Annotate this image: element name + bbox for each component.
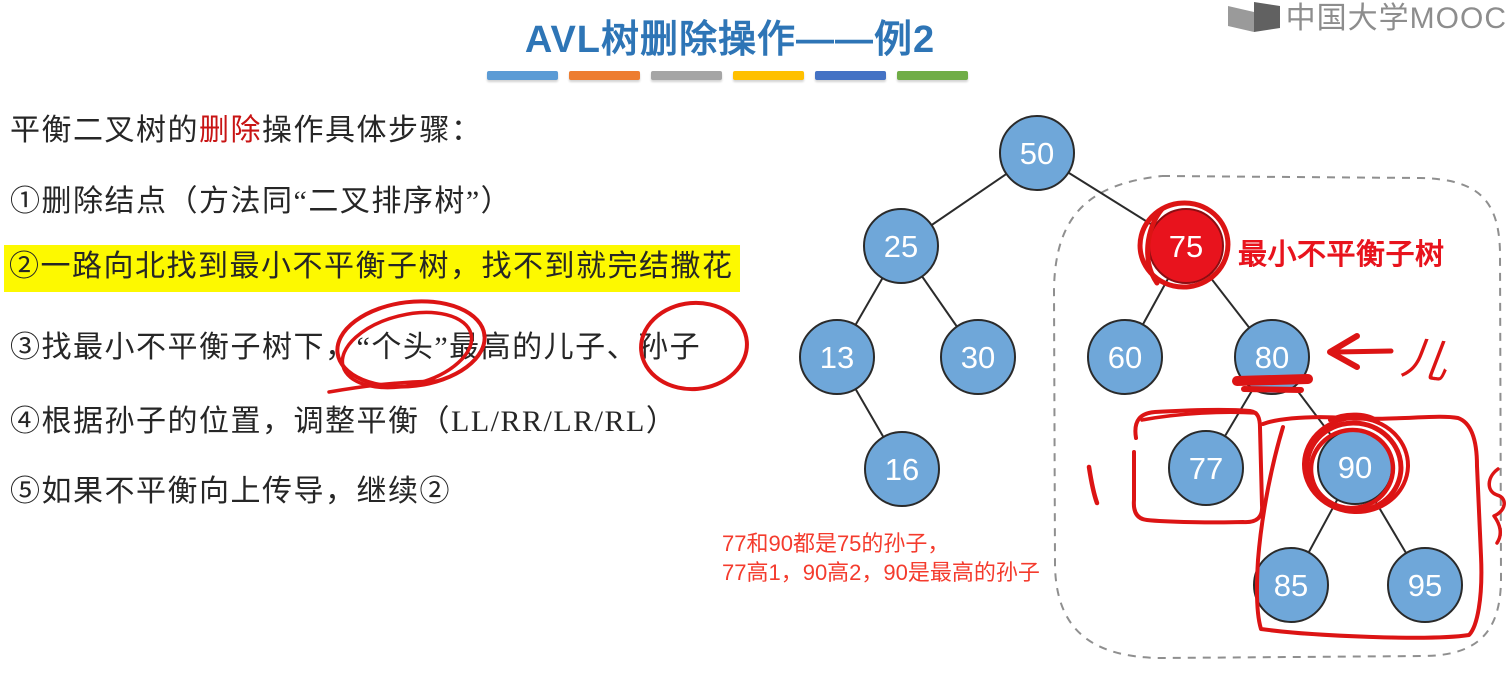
divider-bar: [651, 71, 722, 80]
edge-80-90: [1271, 356, 1356, 468]
grandchild-note: 77和90都是75的孙子， 77高1，90高2，90是最高的孙子: [722, 529, 1040, 587]
tree-node-95-value: 95: [1408, 568, 1442, 603]
tree-node-80-value: 80: [1255, 340, 1289, 375]
tree-edges: [836, 152, 1426, 586]
underline-80-extra: [1241, 386, 1304, 393]
divider-bar: [897, 71, 968, 80]
scribble-circle-75: [1137, 200, 1231, 290]
step-3: ③找最小不平衡子树下，“个头”最高的儿子、孙子: [10, 329, 701, 367]
tree-node-50: [999, 115, 1075, 191]
note-line-1: 77和90都是75的孙子，: [722, 531, 950, 556]
step-1: ①删除结点（方法同“二叉排序树”）: [10, 185, 513, 218]
arrow-to-80-shaft: [1333, 348, 1394, 355]
tree-node-77-value: 77: [1189, 451, 1223, 486]
mooc-logo: 中国大学MOOC: [1227, 0, 1507, 37]
tree-node-16-value: 16: [885, 452, 919, 487]
text-circle-getou-tail: [327, 379, 438, 394]
tree-node-60-value: 60: [1108, 340, 1142, 375]
edge-80-77: [1205, 356, 1273, 469]
intro-suffix: 操作具体步骤：: [262, 114, 483, 147]
tree-node-50-value: 50: [1020, 136, 1054, 171]
edge-90-85: [1290, 466, 1356, 586]
divider-bar: [815, 71, 886, 80]
tree-node-25-value: 25: [884, 229, 918, 264]
tree-node-60: [1087, 319, 1163, 395]
intro-prefix: 平衡二叉树的: [10, 114, 199, 147]
tree-node-30-value: 30: [961, 340, 995, 375]
page-title: AVL树删除操作——例2: [524, 19, 936, 61]
step-3-circled-sunzi: 孙子: [638, 331, 702, 364]
tree-node-85-value: 85: [1274, 568, 1308, 603]
tree-node-90-value: 90: [1338, 450, 1372, 485]
region-around-90-85-95: [1255, 414, 1484, 640]
note-line-2: 77高1，90高2，90是最高的孙子: [722, 560, 1040, 585]
edge-25-13: [836, 245, 902, 358]
right-squiggle: [1487, 467, 1506, 545]
edge-75-60: [1124, 245, 1187, 358]
scribble-circle-90-a: [1304, 420, 1404, 514]
tree-node-85: [1253, 547, 1329, 623]
edge-50-25: [900, 152, 1038, 247]
tree-node-16: [864, 431, 940, 507]
tally-mark-1: [1086, 464, 1100, 506]
scribble-circle-90-b: [1308, 427, 1396, 511]
edge-90-95: [1354, 466, 1426, 586]
tree-node-77: [1168, 430, 1244, 506]
tree-node-30: [940, 319, 1016, 395]
intro-delete-word: 删除: [199, 114, 262, 147]
underline-80: [1232, 374, 1313, 386]
step-2-highlighted-text: ②一路向北找到最小不平衡子树，找不到就完结撒花: [4, 245, 740, 292]
handwritten-er-char: 儿: [1398, 332, 1451, 388]
box-around-77: [1131, 407, 1265, 525]
divider-bars: [487, 71, 968, 80]
step-3-circled-getou: “个头”: [356, 331, 450, 364]
mooc-logo-icon: [1227, 2, 1280, 32]
divider-bar: [569, 71, 640, 80]
edge-13-16: [836, 356, 903, 470]
tree-node-75: [1148, 208, 1224, 284]
step-5: ⑤如果不平衡向上传导，继续②: [10, 475, 451, 508]
min-unbalanced-subtree-label: 最小不平衡子树: [1238, 239, 1445, 271]
edge-25-30: [900, 245, 979, 358]
tree-node-95: [1387, 547, 1463, 623]
scribble-circle-90-top: [1328, 412, 1380, 424]
edge-50-75: [1036, 152, 1187, 247]
scribble-circle-90-c: [1302, 415, 1410, 515]
tree-node-80: [1234, 319, 1310, 395]
step-2: ②一路向北找到最小不平衡子树，找不到就完结撒花: [4, 245, 740, 292]
box-around-77-double-top: [1140, 410, 1258, 422]
tree-node-75-value: 75: [1169, 229, 1203, 264]
step-3-mid: 最高的儿子、: [449, 331, 639, 364]
step-4: ④根据孙子的位置，调整平衡（LL/RR/LR/RL）: [10, 405, 678, 438]
mooc-logo-text: 中国大学MOOC: [1285, 2, 1507, 35]
tree-node-13: [799, 319, 875, 395]
steps-intro: 平衡二叉树的删除操作具体步骤：: [10, 112, 483, 150]
arrow-to-80-head: [1327, 333, 1360, 370]
divider-bar: [733, 71, 804, 80]
tree-node-90: [1317, 429, 1393, 505]
tree-node-25: [863, 208, 939, 284]
step-3-prefix: ③找最小不平衡子树下，: [10, 331, 357, 364]
tree-node-13-value: 13: [820, 340, 854, 375]
scribble-circle-75-extra: [1145, 206, 1165, 286]
divider-bar: [487, 71, 558, 80]
